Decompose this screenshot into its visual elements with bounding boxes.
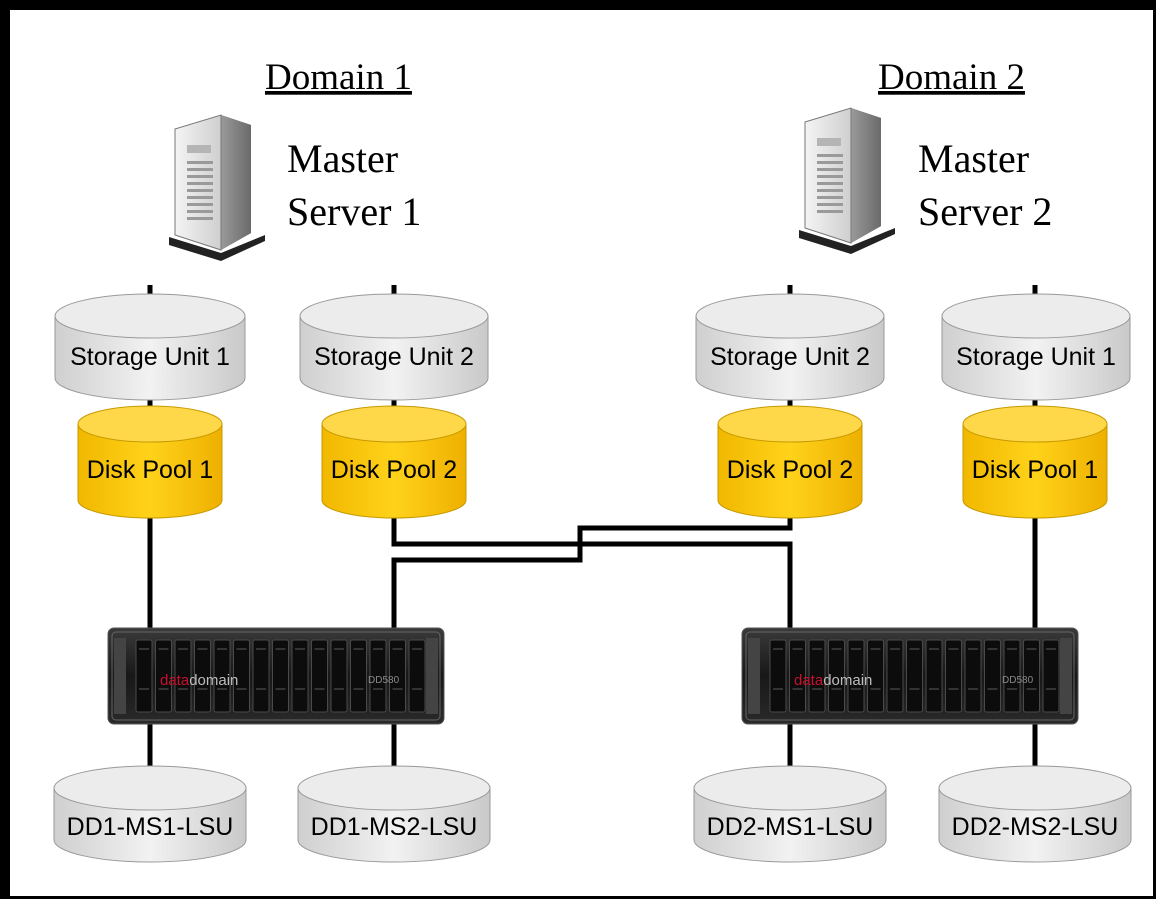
server-label-line2: Server 2 xyxy=(918,189,1052,234)
datadomain-appliance-icon: datadomain DD580 xyxy=(107,627,445,725)
disk-pool-label: Disk Pool 1 xyxy=(972,456,1098,484)
lsu-cylinder: DD2-MS1-LSU xyxy=(693,765,887,863)
disk-pool-cylinder: Disk Pool 1 xyxy=(77,405,223,519)
disk-pool-cylinder: Disk Pool 2 xyxy=(717,405,863,519)
lsu-label: DD2-MS1-LSU xyxy=(707,813,874,841)
lsu-label: DD2-MS2-LSU xyxy=(952,813,1119,841)
appliance-model: DD580 xyxy=(368,675,400,686)
appliance-model: DD580 xyxy=(1002,675,1034,686)
domain-2: Domain 2 Master Server 2 Storage Unit 2 xyxy=(695,57,1131,401)
server-tower-icon xyxy=(169,114,265,261)
lsu-label: DD1-MS2-LSU xyxy=(311,813,478,841)
disk-pool-label: Disk Pool 2 xyxy=(727,456,853,484)
server-label-line1: Master xyxy=(287,136,398,181)
disk-pool-label: Disk Pool 2 xyxy=(331,456,457,484)
disk-pool-cylinder: Disk Pool 1 xyxy=(962,405,1108,519)
server-label-line1: Master xyxy=(918,136,1029,181)
datadomain-appliance-icon: datadomain DD580 xyxy=(741,627,1079,725)
storage-unit-cylinder: Storage Unit 2 xyxy=(299,293,489,401)
storage-unit-label: Storage Unit 2 xyxy=(710,343,870,371)
server-tower-icon xyxy=(799,107,895,254)
logical-storage-units: DD1-MS1-LSU DD1-MS2-LSU DD2-MS1-LSU DD2-MS2… xyxy=(53,765,1132,863)
disk-pools: Disk Pool 1 Disk Pool 2 Disk Pool 2 Disk Po… xyxy=(77,405,1108,519)
domain-title: Domain 1 xyxy=(265,57,412,98)
lsu-label: DD1-MS1-LSU xyxy=(67,813,234,841)
storage-unit-cylinder: Storage Unit 2 xyxy=(695,293,885,401)
lsu-cylinder: DD1-MS2-LSU xyxy=(297,765,491,863)
disk-pool-cylinder: Disk Pool 2 xyxy=(321,405,467,519)
storage-unit-cylinder: Storage Unit 1 xyxy=(54,293,246,401)
domain-title: Domain 2 xyxy=(878,57,1025,98)
server-label-line2: Server 1 xyxy=(287,189,421,234)
storage-unit-cylinder: Storage Unit 1 xyxy=(941,293,1131,401)
disk-pool-label: Disk Pool 1 xyxy=(87,456,213,484)
link-d2-pool2-to-d1-appliance xyxy=(391,541,793,640)
appliance-brand: datadomain xyxy=(160,672,238,689)
appliance-brand: datadomain xyxy=(794,672,872,689)
lsu-cylinder: DD2-MS2-LSU xyxy=(938,765,1132,863)
domain-1: Domain 1 Master Server 1 Storage Unit 1 xyxy=(54,57,489,401)
appliances: datadomain DD580 datadomain DD580 xyxy=(107,627,1079,725)
storage-unit-label: Storage Unit 2 xyxy=(314,343,474,371)
storage-unit-label: Storage Unit 1 xyxy=(956,343,1116,371)
storage-unit-label: Storage Unit 1 xyxy=(70,343,230,371)
lsu-cylinder: DD1-MS1-LSU xyxy=(53,765,247,863)
